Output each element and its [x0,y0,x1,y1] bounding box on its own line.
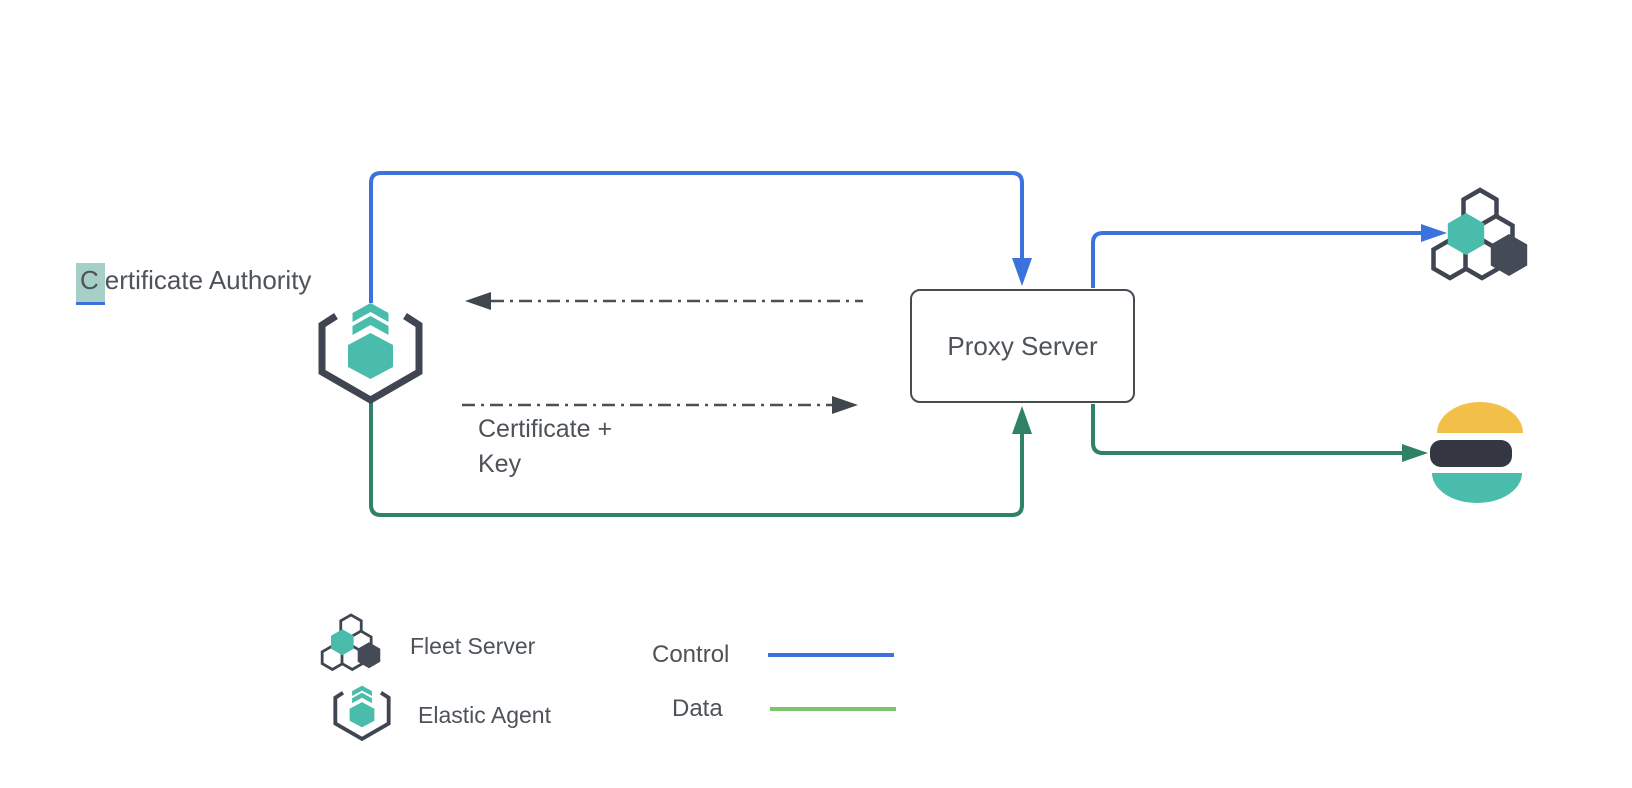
elasticsearch-dark-bar [1430,440,1512,467]
edge-control-agent-to-proxy [369,171,1032,303]
edge-cert-response-dashed [462,396,858,414]
legend-fleet-server-label: Fleet Server [410,633,536,659]
hexagon-icon [348,333,393,379]
proxy-server-label: Proxy Server [947,330,1098,361]
chevron-up-icon [352,316,389,335]
fleet-server-icon [1431,187,1528,281]
proxy-server-node: Proxy Server [910,289,1135,403]
certificate-key-label: Certificate + Key [478,415,613,478]
legend-data-label: Data [672,695,723,722]
hexagon-teal [1447,213,1485,255]
hexagon-dark [1490,234,1528,276]
elasticsearch-logo [1430,402,1523,503]
edge-data-proxy-to-elasticsearch [1091,404,1428,462]
edge-control-proxy-to-fleet [1091,224,1447,288]
elastic-agent-icon [318,303,423,405]
arrowhead-left-icon [465,292,491,310]
legend-control-label: Control [652,641,730,668]
legend-fleet-server-icon [320,613,382,671]
arrowhead-right-icon [1402,444,1428,462]
arrowhead-up-icon [1012,406,1032,434]
chevron-up-icon [352,303,389,322]
certificate-authority-label-rest: ertificate Authority [104,265,312,295]
edge-data-agent-to-proxy [369,401,1032,517]
elasticsearch-yellow-half [1437,402,1523,433]
edge-cert-request-dashed [465,292,863,310]
elasticsearch-teal-half [1432,473,1522,503]
text-selection-highlight: C [76,263,105,305]
arrowhead-right-icon [832,396,858,414]
arrowhead-right-icon [1421,224,1447,242]
legend-elastic-agent-label: Elastic Agent [418,702,551,728]
arrowhead-down-icon [1012,258,1032,286]
legend-elastic-agent-icon [333,683,391,741]
